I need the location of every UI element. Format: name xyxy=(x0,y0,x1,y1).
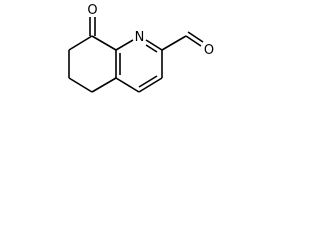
pyridine-ring: N xyxy=(115,30,163,93)
ketone-carbonyl: O xyxy=(87,3,98,36)
aldehyde-oxygen-label: O xyxy=(204,43,214,58)
bond-c3-c4 xyxy=(138,77,163,93)
bond-c8a-n1 xyxy=(115,39,134,51)
ketone-oxygen-label: O xyxy=(87,3,97,18)
bond-cho-o-1 xyxy=(185,35,202,47)
cyclohexanone-ring xyxy=(68,35,117,93)
bond-c8-c7 xyxy=(68,35,93,51)
bond-c4-c4a xyxy=(115,77,140,93)
bond-n1-c2-inner xyxy=(145,44,158,53)
bond-c2-cho xyxy=(161,35,187,51)
bond-c3-c4-inner xyxy=(138,75,158,88)
aldehyde-group: O xyxy=(161,31,214,58)
bond-c6-c5 xyxy=(68,77,93,93)
bond-c8-c8a xyxy=(91,35,117,51)
bond-cho-o-2 xyxy=(187,31,204,43)
chemical-structure-diagram: O N O xyxy=(68,3,214,93)
bond-c5-c4a xyxy=(91,77,117,93)
bond-n1-c2 xyxy=(145,39,163,51)
ring-nitrogen-label: N xyxy=(135,30,145,45)
